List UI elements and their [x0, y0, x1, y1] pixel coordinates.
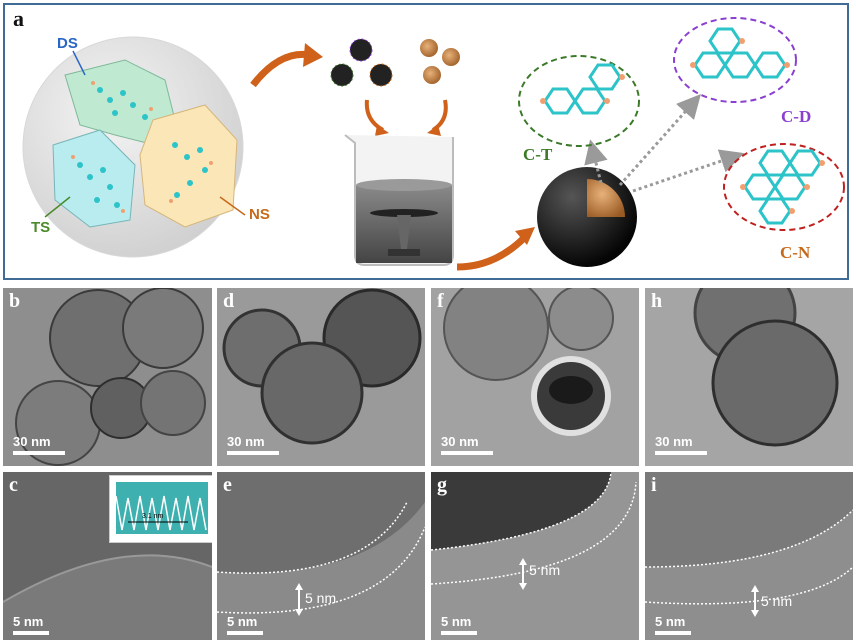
scale-label: 30 nm: [227, 434, 265, 449]
scale-bar: [441, 451, 493, 455]
panel-letter: d: [223, 290, 235, 312]
panel-letter: b: [9, 290, 21, 312]
label-ts: TS: [31, 219, 51, 236]
panel-letter: h: [651, 290, 663, 312]
label-ds: DS: [57, 35, 78, 52]
shell-thickness: 5 nm: [761, 593, 793, 609]
tem-panel-f: f 30 nm: [431, 288, 639, 466]
scale-bar: [227, 451, 279, 455]
scale-bar: [13, 631, 49, 635]
scale-bar: [13, 451, 65, 455]
label-cd: C-D: [781, 107, 812, 126]
scale-bar: [655, 631, 691, 635]
scale-bar: [655, 451, 707, 455]
schematic-illustration: [22, 17, 845, 271]
panel-letter-a: a: [13, 6, 24, 31]
label-cn: C-N: [780, 243, 811, 262]
scale-label: 5 nm: [13, 614, 44, 629]
tem-panel-e: 5 nm e 5 nm: [217, 472, 425, 640]
tem-panel-g: 5 nm g 5 nm: [431, 472, 639, 640]
panel-letter: e: [223, 474, 232, 496]
scale-bar: [441, 631, 477, 635]
tem-panel-i: 5 nm i 5 nm: [645, 472, 853, 640]
panel-letter: g: [437, 474, 447, 496]
panel-a: a DS TS NS C-T C-D C-N: [3, 3, 849, 280]
scale-label: 5 nm: [655, 614, 686, 629]
scale-label: 5 nm: [441, 614, 472, 629]
shell-thickness: 5 nm: [529, 562, 561, 578]
scale-label: 30 nm: [655, 434, 693, 449]
lattice-profile-inset: 3.1 nm: [109, 475, 212, 543]
panel-letter: i: [651, 474, 657, 496]
tem-panel-d: d 30 nm: [217, 288, 425, 466]
ns-domain: [139, 104, 238, 228]
scale-bar: [227, 631, 263, 635]
tem-panel-h: h 30 nm: [645, 288, 853, 466]
label-ct: C-T: [523, 145, 553, 164]
scale-label: 30 nm: [441, 434, 479, 449]
scale-label: 5 nm: [227, 614, 258, 629]
tem-panel-c: 3.1 nm c 5 nm: [3, 472, 212, 640]
tem-panel-b: b 30 nm: [3, 288, 212, 466]
scale-label: 30 nm: [13, 434, 51, 449]
label-ns: NS: [249, 206, 270, 223]
panel-letter: f: [437, 290, 444, 312]
ts-domain: [52, 129, 136, 228]
shell-thickness: 5 nm: [305, 590, 337, 606]
panel-letter: c: [9, 474, 18, 496]
inset-text: 3.1 nm: [142, 513, 164, 520]
